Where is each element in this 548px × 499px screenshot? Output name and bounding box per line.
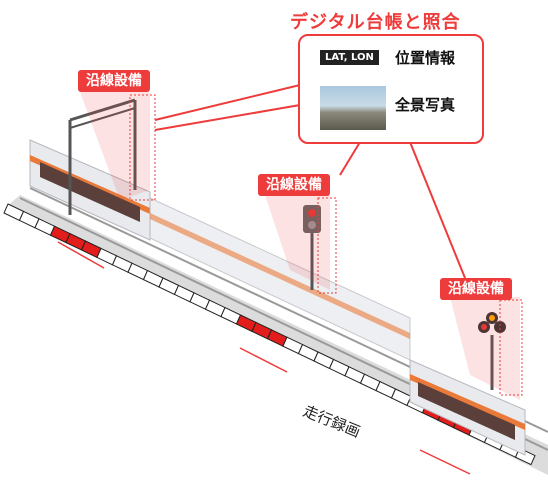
- train-car-1-windows: [40, 162, 140, 222]
- wayside-equipment-label-3: 沿線設備: [440, 278, 512, 300]
- connector-4: [409, 141, 466, 279]
- beam-1-outline: [129, 94, 156, 201]
- signal-2: [478, 312, 506, 390]
- beam-2: [265, 195, 330, 290]
- recording-strip: [3, 203, 536, 466]
- connector-2: [154, 84, 301, 121]
- beam-3: [450, 297, 520, 400]
- wayside-equipment-label-1: 沿線設備: [78, 70, 150, 92]
- wayside-equipment-label-2: 沿線設備: [258, 174, 330, 196]
- catenary-gantry: [68, 98, 137, 215]
- train: [29, 139, 526, 456]
- highlight-bracket-1: [57, 241, 105, 269]
- digital-ledger-card: LAT, LON 位置情報 全景写真: [298, 34, 484, 144]
- beam-2-outline: [317, 197, 337, 294]
- panorama-photo-thumbnail: [320, 86, 386, 130]
- beam-1: [80, 92, 150, 200]
- latlon-badge: LAT, LON: [320, 50, 379, 65]
- train-car-3-windows: [418, 382, 515, 440]
- beam-3-outline: [499, 299, 523, 396]
- highlight-bracket-3: [419, 449, 471, 475]
- connector-1: [154, 104, 301, 131]
- signal-1: [303, 205, 321, 290]
- connector-3: [339, 141, 361, 176]
- highlight-bracket-2: [239, 347, 288, 373]
- panorama-photo-label: 全景写真: [395, 96, 456, 114]
- train-car-2-stripe: [150, 213, 410, 339]
- position-info-label: 位置情報: [395, 49, 456, 67]
- diagram-title: デジタル台帳と照合: [290, 12, 461, 33]
- train-car-3-stripe: [410, 374, 525, 430]
